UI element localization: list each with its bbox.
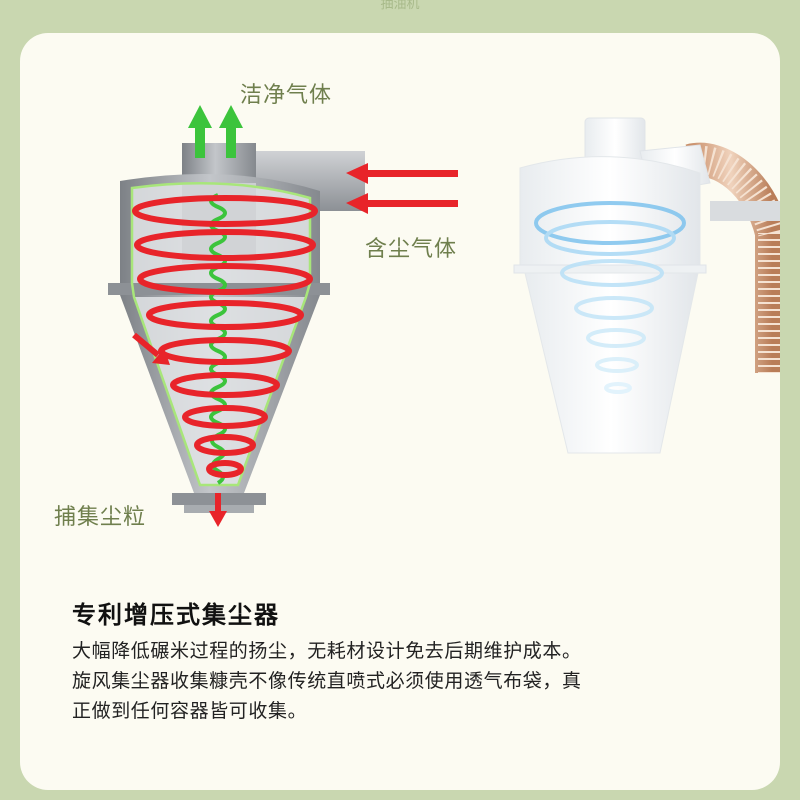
description-line: 旋风集尘器收集糠壳不像传统直喷式必须使用透气布袋，真 (72, 670, 582, 692)
description-line: 正做到任何容器皆可收集。 (72, 700, 308, 722)
clear-cyclone-photo (513, 117, 780, 454)
dusty-gas-label: 含尘气体 (365, 237, 458, 262)
clean-gas-label: 洁净气体 (240, 83, 333, 108)
description-line: 大幅降低碾米过程的扬尘，无耗材设计免去后期维护成本。 (72, 640, 582, 662)
cyclone-diagram (108, 105, 780, 527)
feature-card: 洁净气体 含尘气体 捕集尘粒 专利增压式集尘器 大幅降低碾米过程的扬尘，无耗材设… (20, 33, 780, 790)
feature-description: 大幅降低碾米过程的扬尘，无耗材设计免去后期维护成本。 旋风集尘器收集糠壳不像传统… (72, 636, 752, 726)
feature-title: 专利增压式集尘器 (72, 601, 280, 629)
metal-cyclone (108, 105, 458, 527)
dust-capture-label: 捕集尘粒 (54, 505, 147, 530)
top-cropped-text: 抽油机 (380, 0, 420, 12)
